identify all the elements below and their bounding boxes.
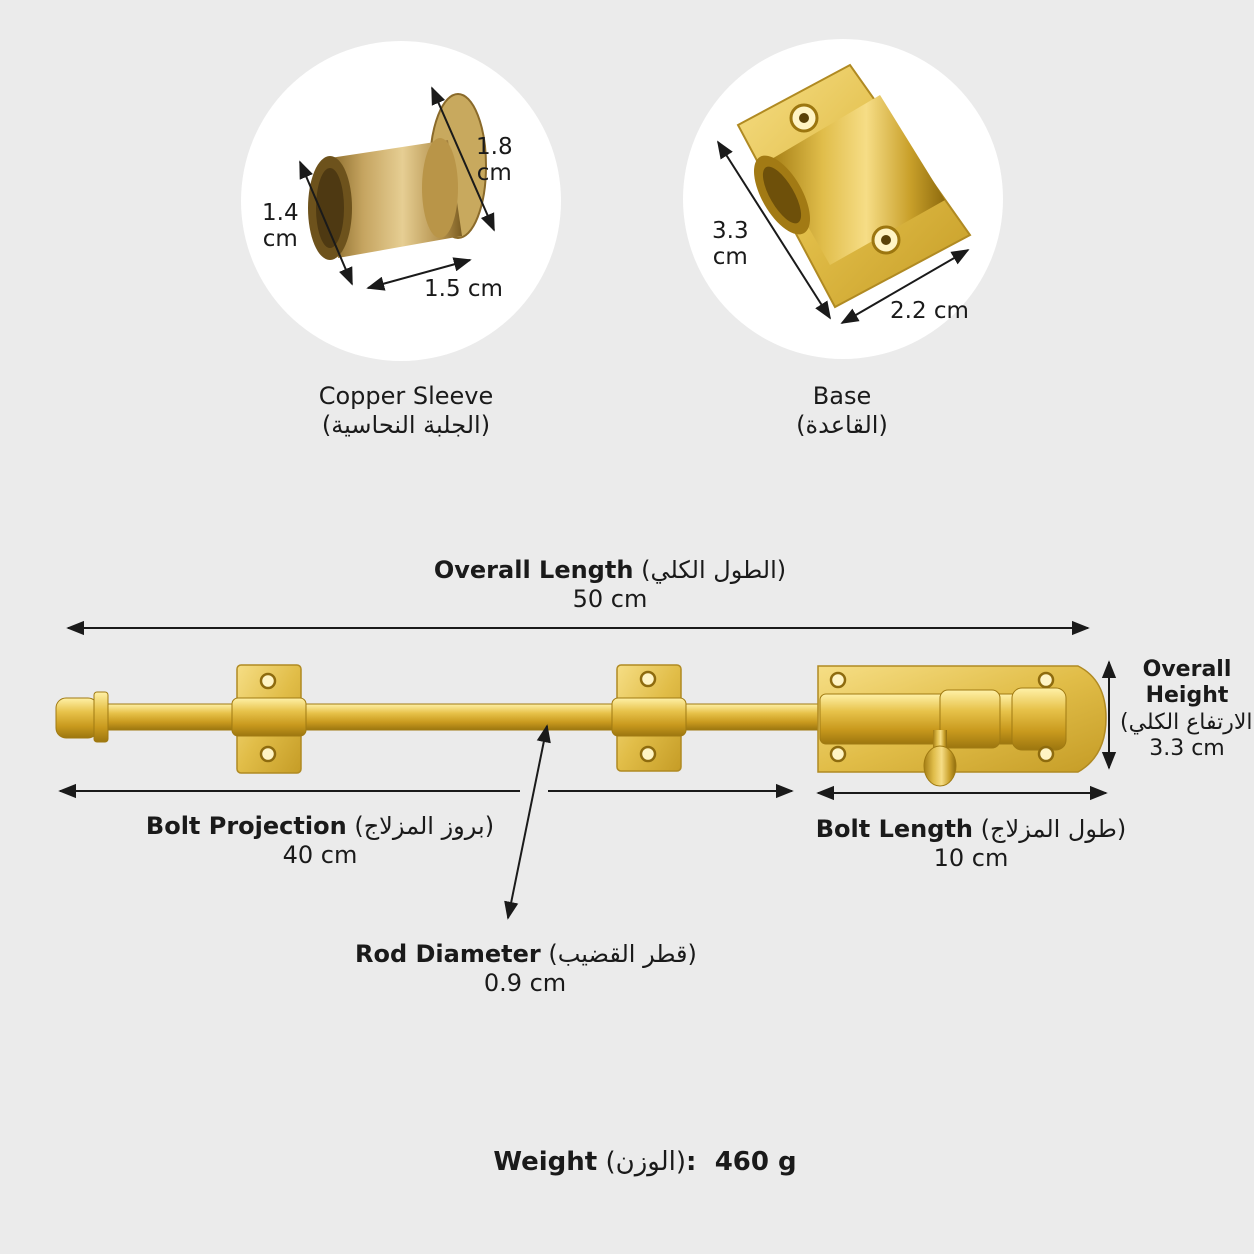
sleeve-height-dim: 1.8 cm: [476, 134, 513, 187]
sleeve-caption: Copper Sleeve (الجلبة النحاسية): [291, 382, 521, 440]
sleeve-outer-value: 1.4: [262, 200, 299, 226]
bolt-projection-value: 40 cm: [282, 840, 358, 869]
bolt-length-value: 10 cm: [933, 843, 1009, 872]
sleeve-title: Copper Sleeve: [318, 382, 494, 410]
rod-diameter-caption: Rod Diameter (قطر القضيب) 0.9 cm: [355, 940, 697, 998]
weight-label: Weight: [493, 1147, 598, 1177]
weight-label-ar: (الوزن): [605, 1147, 687, 1177]
base-width-arrow: [840, 249, 970, 324]
weight-value: 460 g: [714, 1147, 797, 1177]
base-width-dim: 2.2 cm: [890, 298, 969, 324]
rod-diameter-label: Rod Diameter: [355, 940, 541, 968]
overall-length-value: 50 cm: [572, 584, 648, 613]
sleeve-outer-arrow: [299, 160, 353, 286]
bolt-length-label-ar: (طول المزلاج): [980, 815, 1127, 843]
overall-height-line2: Height: [1145, 683, 1229, 709]
base-title: Base: [812, 382, 872, 410]
bolt-length-label: Bolt Length: [815, 815, 973, 843]
bolt-projection-caption: Bolt Projection (بروز المزلاج) 40 cm: [140, 812, 500, 870]
door-bolt-illustration: [55, 664, 1107, 787]
base-length-arrow: [717, 140, 831, 320]
rod-diameter-label-ar: (قطر القضيب): [548, 940, 697, 968]
base-title-ar: (القاعدة): [796, 410, 888, 439]
overall-height-caption: Overall Height (الارتفاع الكلي) 3.3 cm: [1120, 657, 1254, 763]
overall-length-caption: Overall Length (الطول الكلي) 50 cm: [380, 556, 840, 614]
overall-height-value: 3.3 cm: [1149, 736, 1225, 762]
sleeve-length-arrow: [366, 257, 472, 291]
base-length-value: 3.3: [712, 218, 749, 244]
overall-height-line1: Overall: [1142, 657, 1232, 682]
base-length-unit: cm: [712, 244, 748, 271]
weight-caption: Weight (الوزن): 460 g: [440, 1147, 850, 1178]
sleeve-length-dim: 1.5 cm: [424, 276, 503, 302]
sleeve-outer-unit: cm: [262, 226, 298, 253]
weight-separator: :: [686, 1147, 697, 1177]
sleeve-height-value: 1.8: [476, 134, 513, 160]
sleeve-outer-dim: 1.4 cm: [262, 200, 299, 253]
overall-length-label: Overall Length: [433, 556, 634, 584]
sleeve-title-ar: (الجلبة النحاسية): [321, 410, 491, 439]
overall-height-label-ar: (الارتفاع الكلي): [1120, 709, 1254, 735]
sleeve-height-unit: cm: [476, 160, 512, 187]
bolt-projection-label-ar: (بروز المزلاج): [354, 812, 495, 840]
rod-diameter-value: 0.9 cm: [483, 968, 567, 997]
base-length-dim: 3.3 cm: [712, 218, 749, 271]
base-caption: Base (القاعدة): [742, 382, 942, 440]
bolt-projection-label: Bolt Projection: [145, 812, 347, 840]
overall-length-label-ar: (الطول الكلي): [641, 556, 787, 584]
bolt-length-caption: Bolt Length (طول المزلاج) 10 cm: [810, 815, 1132, 873]
sleeve-height-arrow: [431, 86, 495, 232]
rod-diameter-pointer: [504, 724, 551, 920]
